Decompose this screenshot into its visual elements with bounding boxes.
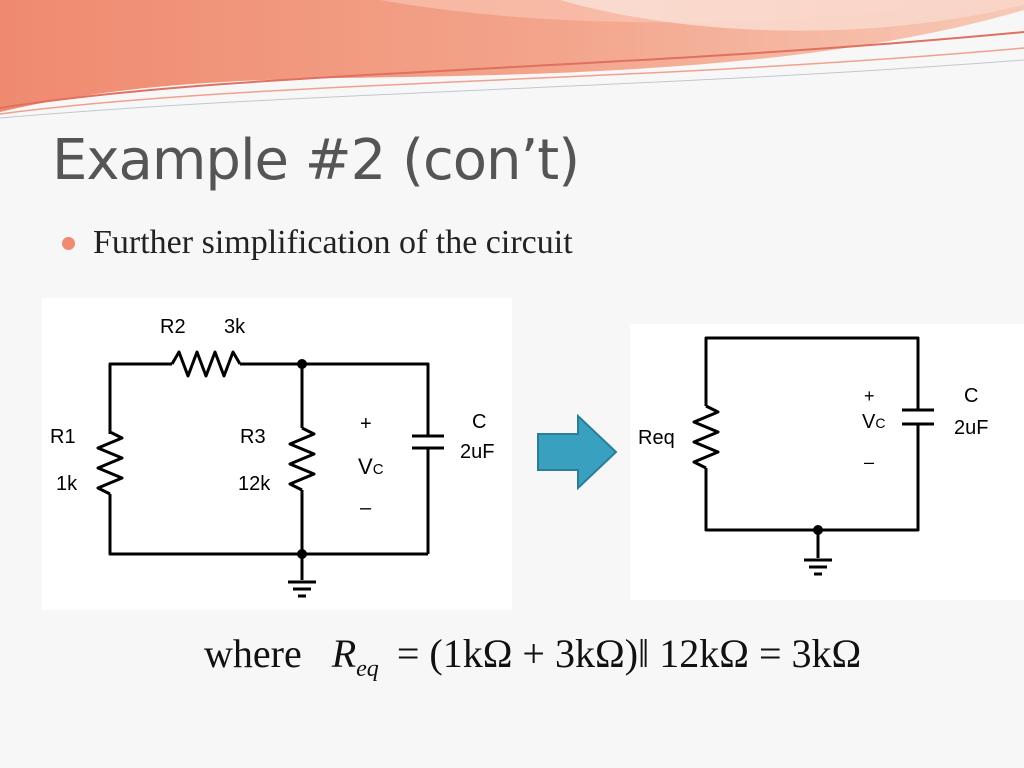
vc-plus-sign: + [360,413,372,435]
r1-name-label: R1 [50,426,76,448]
bullet-dot-icon [62,236,75,250]
vc-plus-sign: + [864,386,875,406]
header-swoosh [0,0,1024,119]
junction-node [813,525,823,535]
wire-top [704,336,920,410]
resistor-req [692,404,720,470]
r1-value-label: 1k [56,473,78,495]
c-name-label: C [964,385,978,407]
vc-minus-sign: – [360,497,372,519]
equation-lhs: Req [331,631,379,682]
c-value-label: 2uF [954,417,988,439]
ground-icon [288,580,316,598]
r3-name-label: R3 [240,426,266,448]
original-circuit-diagram: R2 3k R1 1k R3 12k C 2uF + VC – [42,298,512,610]
wire-bottom [704,424,920,532]
resistor-r1 [96,430,124,496]
r2-value-label: 3k [224,316,246,338]
c-name-label: C [472,411,486,433]
equivalent-resistance-equation: where Req = (1kΩ + 3kΩ)‖ 12kΩ = 3kΩ [204,630,861,683]
resistor-r2 [170,350,242,378]
simplified-circuit-diagram: Req C 2uF + VC – [630,324,1024,600]
req-label: Req [638,427,675,449]
vc-minus-sign: – [864,452,874,472]
slide-title: Example #2 (con’t) [52,128,580,193]
wire-left-bottom [108,494,428,556]
equation-where-word: where [204,631,302,676]
junction-node [297,359,307,369]
junction-node [297,549,307,559]
bullet-item: Further simplification of the circuit [62,224,573,262]
r2-name-label: R2 [160,316,186,338]
right-arrow-icon [537,414,618,490]
vc-label: VC [862,411,885,433]
r3-value-label: 12k [238,473,271,495]
equation-rhs: = (1kΩ + 3kΩ)‖ 12kΩ = 3kΩ [396,631,862,676]
bullet-text: Further simplification of the circuit [93,224,573,261]
wire-top-right [240,362,430,434]
c-value-label: 2uF [460,441,494,463]
vc-label: VC [358,454,384,479]
ground-icon [804,558,832,576]
resistor-r3 [288,426,316,492]
wire-top-left [108,362,172,434]
